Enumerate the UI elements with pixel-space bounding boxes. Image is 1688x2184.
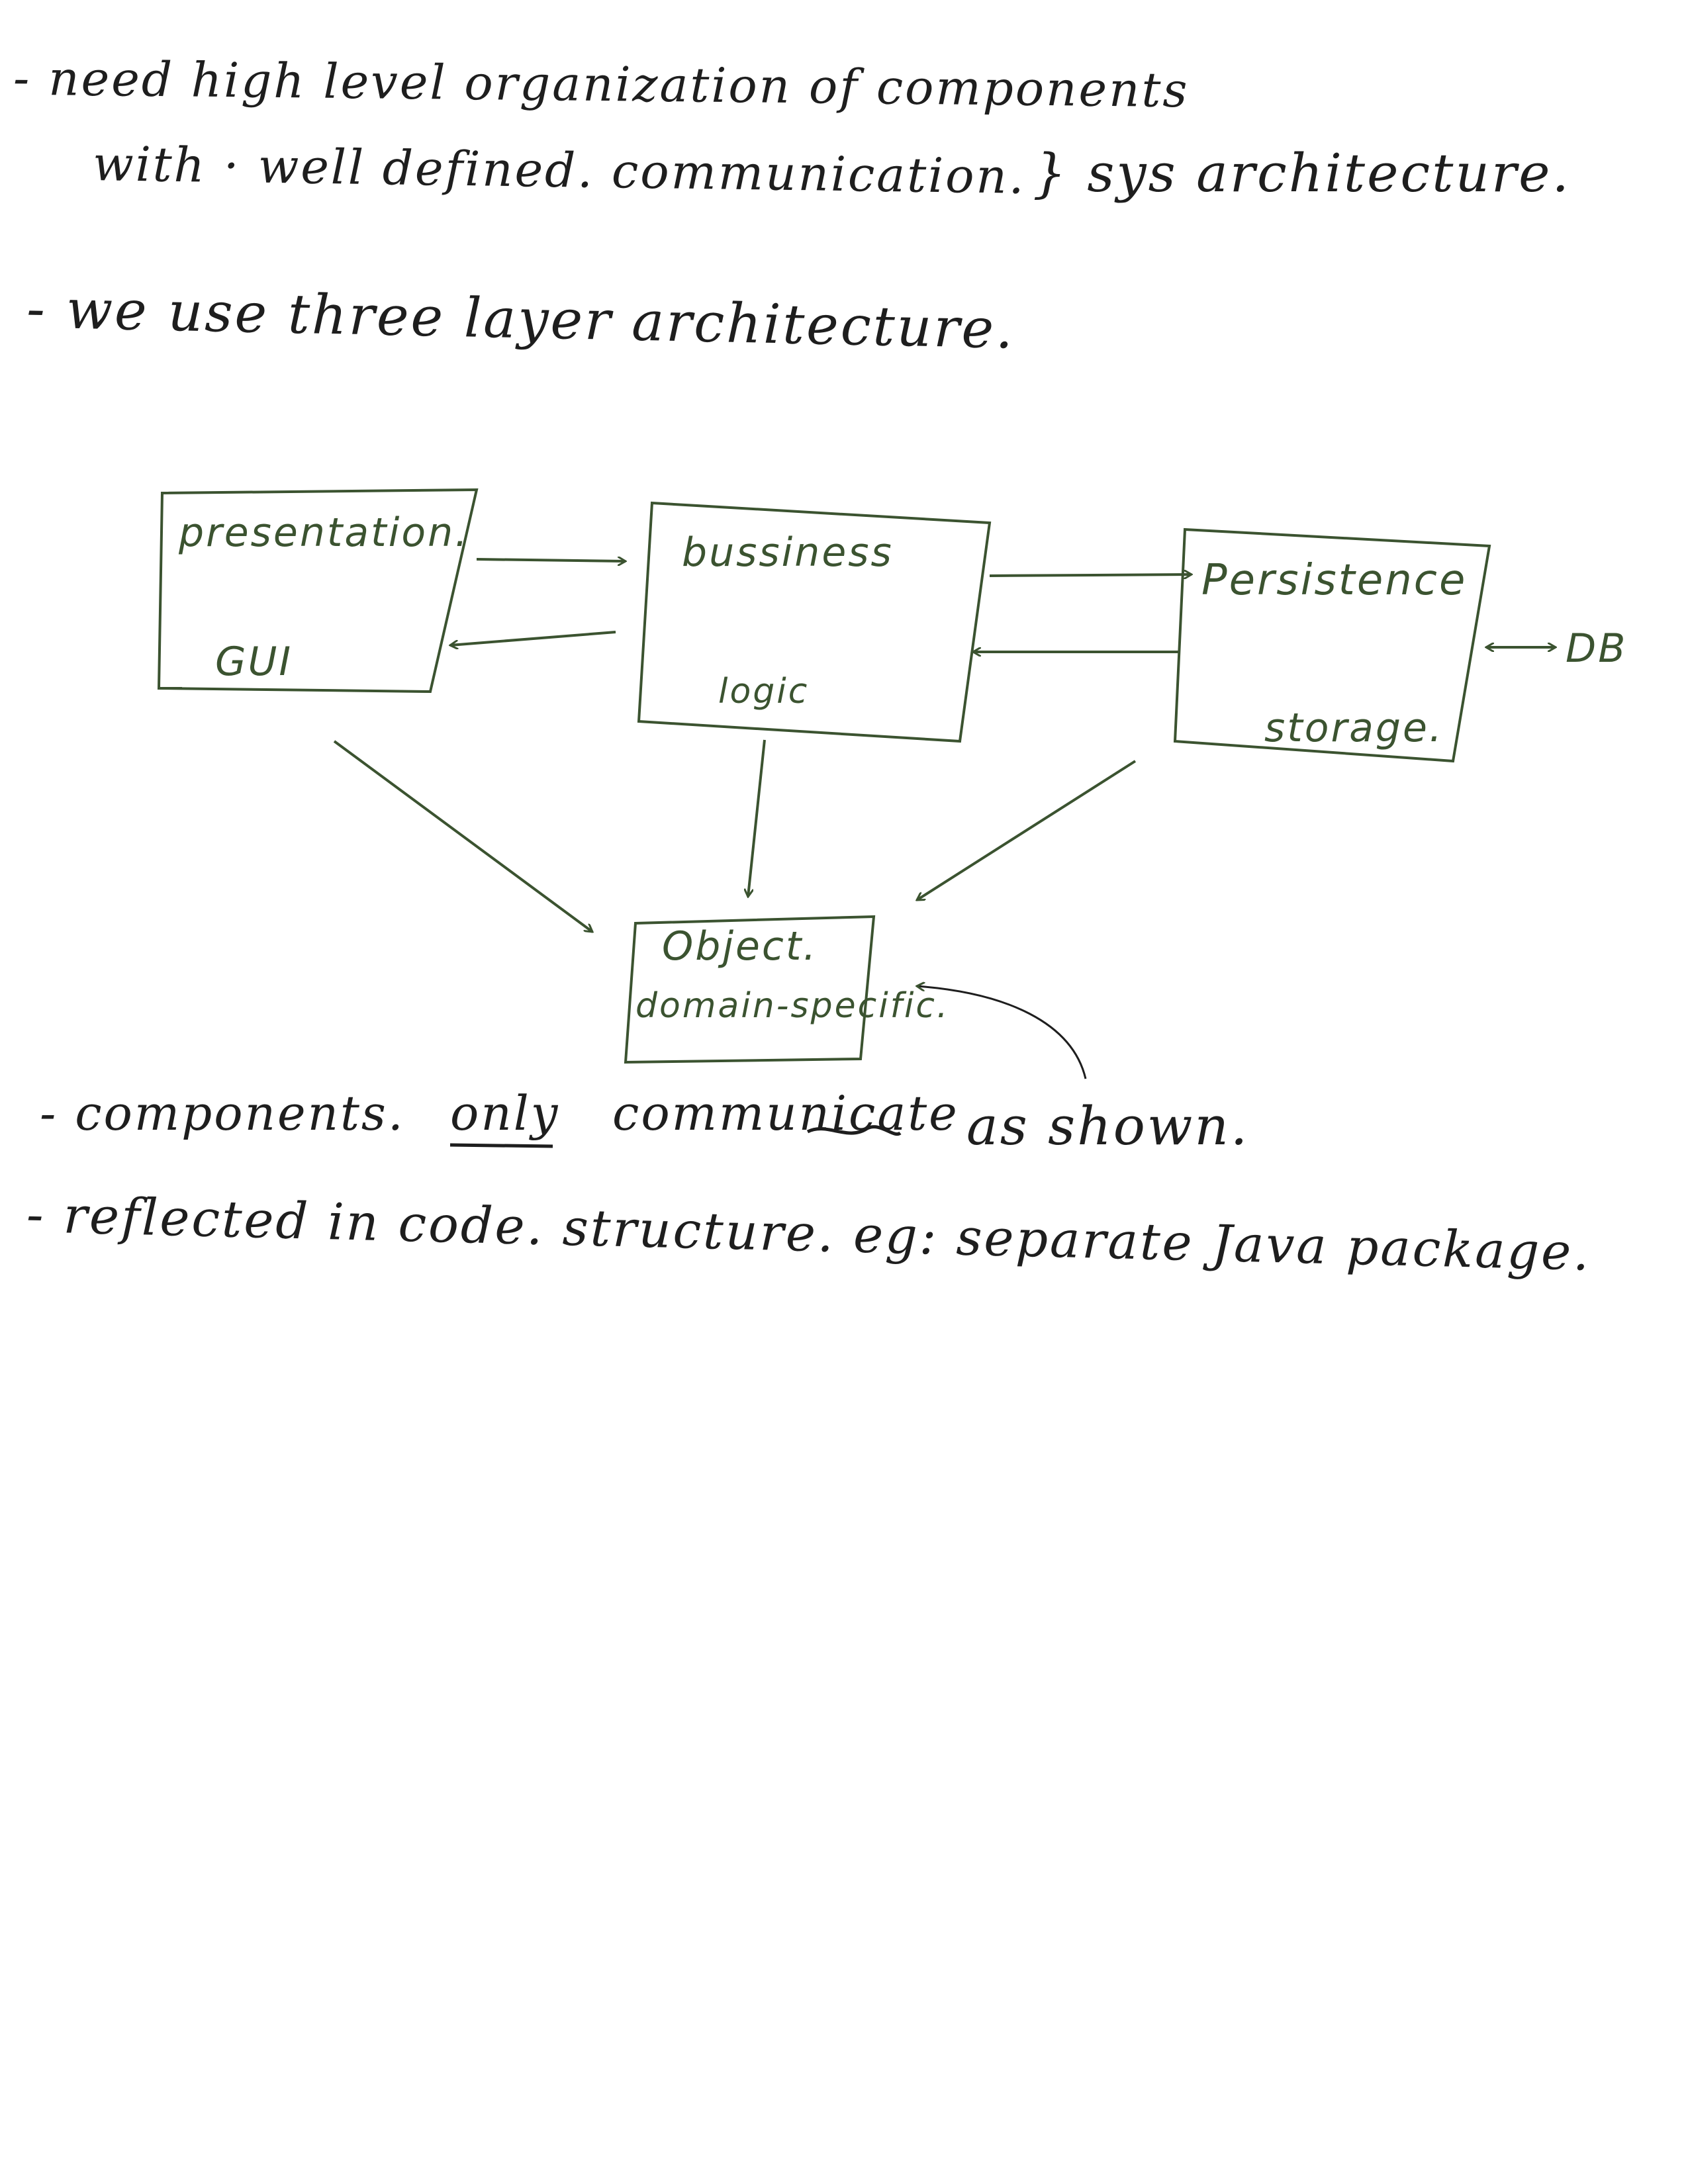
business-title: bussiness xyxy=(682,529,894,576)
note-line3-mid: communicate xyxy=(612,1085,959,1141)
business-subtitle: logic xyxy=(718,672,810,711)
object-title: Object. xyxy=(662,923,818,970)
note-line3-prefix: - components. xyxy=(40,1085,405,1141)
note-line4: - reflected in code. structure. eg: sepa… xyxy=(25,1185,1592,1282)
persistence-subtitle: storage. xyxy=(1264,705,1444,751)
note-line3-only: only xyxy=(450,1085,560,1141)
arrow-business-to-persistence xyxy=(989,574,1192,576)
note-line1-part1: - need high level organization of compon… xyxy=(13,50,1190,118)
arrow-persistence-to-object xyxy=(917,760,1137,901)
note-line1-part2: with · well defined. communication. xyxy=(92,136,1027,205)
object-subtitle: domain-specific. xyxy=(635,986,950,1026)
persistence-title: Persistence xyxy=(1201,556,1468,605)
arrow-presentation-to-object xyxy=(333,740,592,932)
note-line3-suffix: as shown. xyxy=(966,1095,1250,1157)
arrow-presentation-to-business xyxy=(476,559,626,561)
only-underline xyxy=(449,1143,553,1148)
presentation-subtitle: GUI xyxy=(215,639,293,685)
note-brace-label: } sys architecture. xyxy=(1033,142,1571,204)
arrow-business-to-presentation xyxy=(450,631,616,645)
arrow-business-to-object xyxy=(748,739,766,897)
note-line2: - we use three layer architecture. xyxy=(26,277,1016,361)
presentation-title: presentation. xyxy=(179,510,470,556)
db-label: DB xyxy=(1566,625,1628,672)
